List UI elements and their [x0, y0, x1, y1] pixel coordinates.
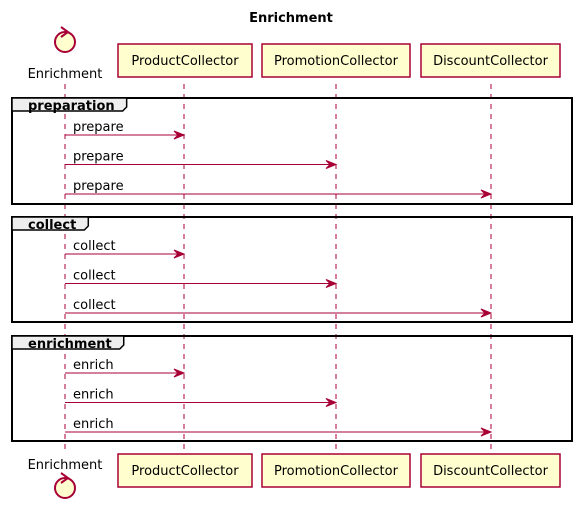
participant-product-bottom-label: ProductCollector — [131, 464, 239, 479]
group-tab-collect — [11, 216, 90, 231]
participant-promotion-top-label: PromotionCollector — [274, 54, 399, 69]
arrowhead-icon — [173, 130, 186, 140]
arrowhead-icon — [325, 279, 338, 288]
participant-promotion-top — [261, 43, 411, 78]
participant-product-bottom — [117, 453, 253, 488]
participant-discount-top — [420, 43, 561, 78]
message-label: collect — [73, 239, 116, 254]
participants: EnrichmentEnrichmentProductCollectorProd… — [28, 26, 561, 499]
arrowhead-icon — [480, 427, 493, 437]
participant-promotion-bottom-label: PromotionCollector — [274, 464, 399, 479]
message-label: prepare — [73, 150, 124, 165]
arrowhead-icon — [480, 189, 493, 199]
control-arrow-icon — [60, 26, 70, 38]
diagram-title: Enrichment — [249, 11, 333, 26]
group-frame-enrichment — [11, 335, 573, 442]
message-label: prepare — [73, 120, 124, 135]
group-label: preparation — [28, 99, 115, 114]
control-arrow-icon — [60, 472, 70, 484]
participant-discount-bottom-label: DiscountCollector — [433, 464, 549, 479]
participant-product-top-label: ProductCollector — [131, 54, 239, 69]
group-tab-preparation — [11, 97, 128, 112]
control-icon — [54, 31, 76, 53]
group-frame-preparation — [11, 97, 573, 205]
group-label: collect — [28, 218, 76, 233]
group-frames: preparation collect enrichment — [11, 97, 573, 442]
message-label: prepare — [73, 179, 124, 194]
arrowhead-icon — [325, 398, 338, 407]
participant-promotion-bottom — [261, 453, 411, 488]
arrowhead-icon — [480, 308, 493, 318]
group-tab-enrichment — [11, 335, 125, 350]
group-label: enrichment — [28, 337, 112, 352]
arrowhead-icon — [173, 368, 186, 378]
participant-product-top — [117, 43, 253, 78]
group-frame-collect — [11, 216, 573, 323]
participant-enrichment-top-label: Enrichment — [28, 67, 103, 82]
participant-discount-bottom — [420, 453, 561, 488]
message-label: collect — [73, 269, 116, 284]
participant-enrichment-bottom-label: Enrichment — [28, 458, 103, 473]
control-icon — [54, 477, 76, 499]
arrowhead-icon — [325, 160, 338, 169]
message-label: collect — [73, 298, 116, 313]
message-label: enrich — [73, 358, 114, 373]
participant-discount-top-label: DiscountCollector — [433, 54, 549, 69]
arrowhead-icon — [173, 249, 186, 259]
message-label: enrich — [73, 417, 114, 432]
message-label: enrich — [73, 388, 114, 403]
messages: prepare prepare prepare collect collect colle… — [65, 120, 493, 437]
lifelines — [64, 84, 492, 449]
